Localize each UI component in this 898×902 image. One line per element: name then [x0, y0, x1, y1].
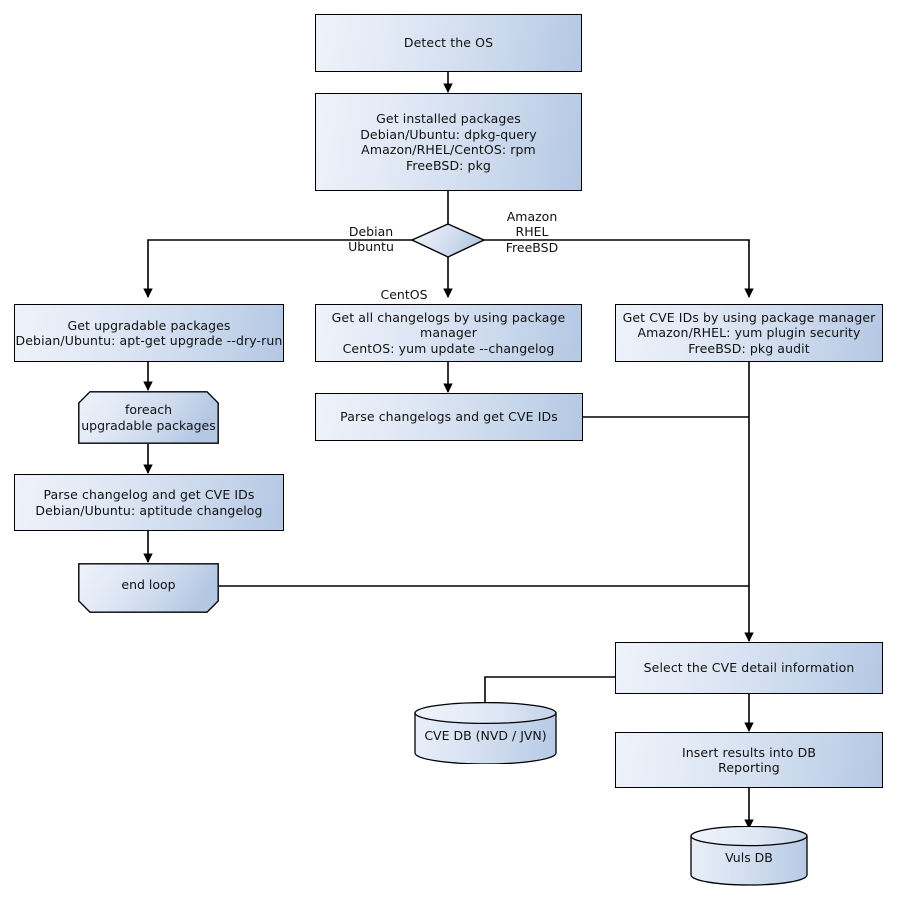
node-get-upgradable-packages[interactable]: Get upgradable packages Debian/Ubuntu: a… — [14, 304, 284, 362]
node-get-all-changelogs-label: Get all changelogs by using package mana… — [331, 309, 566, 356]
node-end-loop-label: end loop — [121, 577, 176, 592]
edge-decision-left — [143, 239, 413, 298]
node-cve-db[interactable]: CVE DB (NVD / JVN) — [414, 701, 557, 765]
node-vuls-db[interactable]: Vuls DB — [690, 825, 808, 886]
foreach-shape — [78, 391, 219, 444]
node-get-cve-ids[interactable]: Get CVE IDs by using package manager Ama… — [615, 304, 883, 362]
node-vuls-db-label: Vuls DB — [725, 850, 773, 865]
end-loop-shape — [78, 563, 219, 613]
node-parse-changelog-single-label: Parse changelog and get CVE IDs Debian/U… — [35, 487, 263, 518]
edge-label-centos-text: CentOS — [380, 286, 428, 302]
edge-label-amazon-rhel-freebsd-text: Amazon RHEL FreeBSD — [505, 208, 559, 255]
node-select-cve-detail-label: Select the CVE detail information — [643, 660, 855, 676]
node-get-upgradable-packages-label: Get upgradable packages Debian/Ubuntu: a… — [15, 317, 283, 349]
node-foreach-loop-start[interactable]: foreach upgradable packages — [78, 391, 219, 444]
node-get-installed-packages-label: Get installed packages Debian/Ubuntu: dp… — [360, 111, 537, 173]
node-parse-changelogs-label: Parse changelogs and get CVE IDs — [340, 409, 558, 425]
node-cve-db-label: CVE DB (NVD / JVN) — [424, 728, 547, 743]
edge-label-debian-ubuntu-text: Debian Ubuntu — [348, 223, 394, 255]
node-insert-results[interactable]: Insert results into DB Reporting — [615, 732, 883, 788]
edge-label-debian-ubuntu: Debian Ubuntu — [330, 208, 412, 255]
node-foreach-loop-start-label: foreach upgradable packages — [81, 402, 216, 433]
vuls-db-cylinder — [690, 825, 808, 886]
edge-label-centos: CentOS — [368, 271, 440, 302]
node-get-installed-packages[interactable]: Get installed packages Debian/Ubuntu: dp… — [315, 93, 582, 191]
edge-cvedb-to-select — [484, 676, 616, 706]
node-detect-os-label: Detect the OS — [403, 35, 494, 51]
node-get-cve-ids-label: Get CVE IDs by using package manager Ama… — [622, 309, 876, 356]
node-detect-os[interactable]: Detect the OS — [315, 14, 582, 72]
node-end-loop[interactable]: end loop — [78, 563, 219, 613]
node-insert-results-label: Insert results into DB Reporting — [682, 744, 816, 776]
node-parse-changelogs[interactable]: Parse changelogs and get CVE IDs — [315, 393, 583, 441]
edge-label-amazon-rhel-freebsd: Amazon RHEL FreeBSD — [487, 193, 577, 255]
cve-db-cylinder — [414, 701, 557, 765]
node-parse-changelog-single[interactable]: Parse changelog and get CVE IDs Debian/U… — [14, 474, 284, 531]
edge-decision-right — [483, 239, 754, 298]
node-get-all-changelogs[interactable]: Get all changelogs by using package mana… — [315, 304, 582, 362]
node-select-cve-detail[interactable]: Select the CVE detail information — [615, 642, 883, 694]
